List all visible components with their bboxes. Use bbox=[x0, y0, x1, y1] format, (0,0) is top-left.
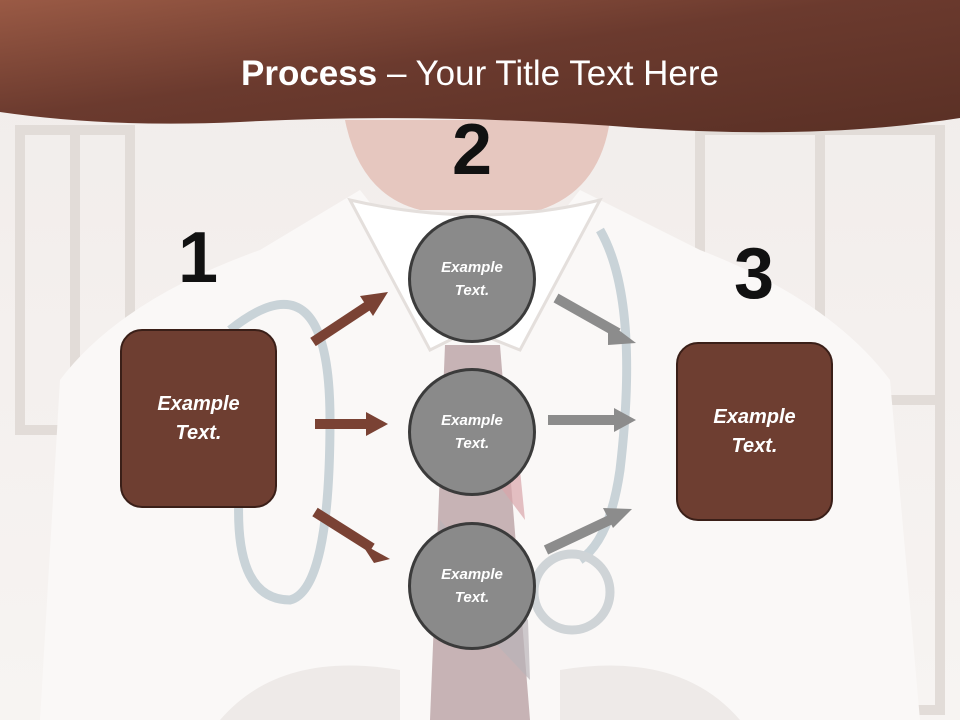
circle-text: Example Text. bbox=[441, 566, 503, 606]
arrow-to-bottom-circle bbox=[312, 507, 375, 553]
slide-title: Process – Your Title Text Here bbox=[0, 52, 960, 96]
arrowhead bbox=[366, 412, 388, 436]
circle-text: Example Text. bbox=[441, 259, 503, 299]
step-2-circle-bottom: Example Text. bbox=[408, 522, 536, 650]
arrowhead bbox=[361, 543, 390, 563]
arrowhead bbox=[360, 292, 388, 316]
step-number-3: 3 bbox=[733, 234, 775, 314]
arrow-to-top-circle bbox=[310, 298, 375, 347]
arrowhead bbox=[614, 408, 636, 432]
step-2-circle-middle: Example Text. bbox=[408, 368, 536, 496]
step-3-text: Example Text. bbox=[713, 405, 796, 457]
arrow-from-top-circle bbox=[553, 293, 621, 338]
step-number-1: 1 bbox=[177, 218, 219, 298]
step-1-text: Example Text. bbox=[157, 392, 240, 444]
brown-arrows bbox=[310, 292, 390, 563]
step-2-circle-top: Example Text. bbox=[408, 215, 536, 343]
title-bold: Process bbox=[241, 54, 378, 93]
circle-text: Example Text. bbox=[441, 412, 503, 452]
step-number-2: 2 bbox=[451, 110, 493, 190]
arrow-from-bottom-circle bbox=[543, 513, 617, 555]
step-3-box: Example Text. bbox=[676, 342, 833, 521]
arrowhead bbox=[603, 508, 632, 528]
title-rest: – Your Title Text Here bbox=[377, 54, 719, 93]
gray-arrows bbox=[543, 293, 636, 555]
arrowhead bbox=[608, 322, 636, 345]
step-1-box: Example Text. bbox=[120, 329, 277, 508]
